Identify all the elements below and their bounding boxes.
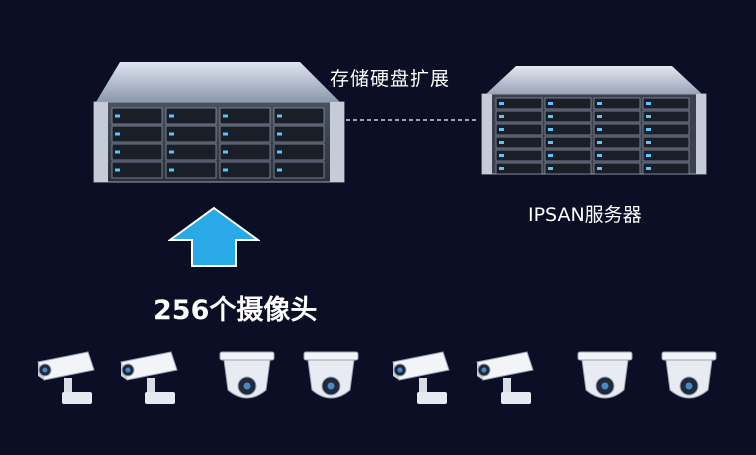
bullet-camera-icon xyxy=(37,351,95,404)
storage-expansion-label: 存储硬盘扩展 xyxy=(330,68,451,90)
dome-camera-icon xyxy=(303,351,359,399)
bullet-camera-icon xyxy=(476,351,534,404)
nvr-server-icon xyxy=(93,62,345,183)
connector-line xyxy=(346,119,478,121)
bullet-camera-icon xyxy=(392,351,450,404)
dome-camera-icon xyxy=(577,351,633,399)
ipsan-server-label: IPSAN服务器 xyxy=(528,204,642,226)
ipsan-server-icon xyxy=(481,66,707,175)
up-arrow-icon xyxy=(168,206,260,267)
camera-count-label: 256个摄像头 xyxy=(153,295,318,326)
bullet-camera-icon xyxy=(120,351,178,404)
dome-camera-icon xyxy=(661,351,717,399)
dome-camera-icon xyxy=(219,351,275,399)
